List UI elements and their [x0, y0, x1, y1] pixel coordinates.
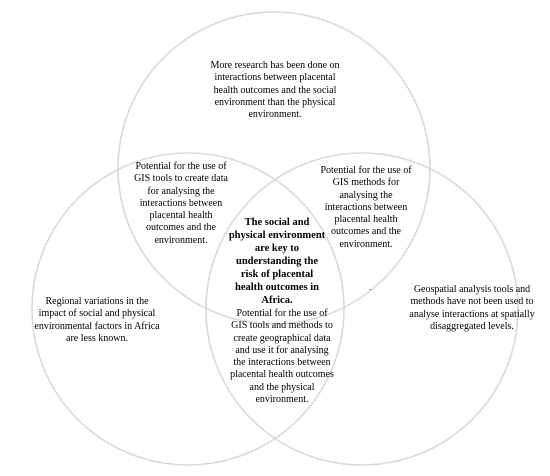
circle-left: [31, 152, 345, 466]
region-top-left-overlap-text: Potential for the use of GIS tools to cr…: [134, 161, 228, 246]
stray-mark: .: [369, 283, 371, 292]
region-center-text: The social and physical environment are …: [228, 217, 326, 306]
region-left-only-text: Regional variations in the impact of soc…: [34, 296, 160, 344]
region-left-right-overlap-text: Potential for the use of GIS tools and m…: [230, 308, 334, 406]
region-right-only-text: Geospatial analysis tools and methods ha…: [409, 284, 535, 332]
circle-right: [205, 152, 519, 466]
region-top-right-overlap-text: Potential for the use of GIS methods for…: [320, 165, 412, 250]
region-top-only-text: More research has been done on interacti…: [210, 60, 340, 121]
